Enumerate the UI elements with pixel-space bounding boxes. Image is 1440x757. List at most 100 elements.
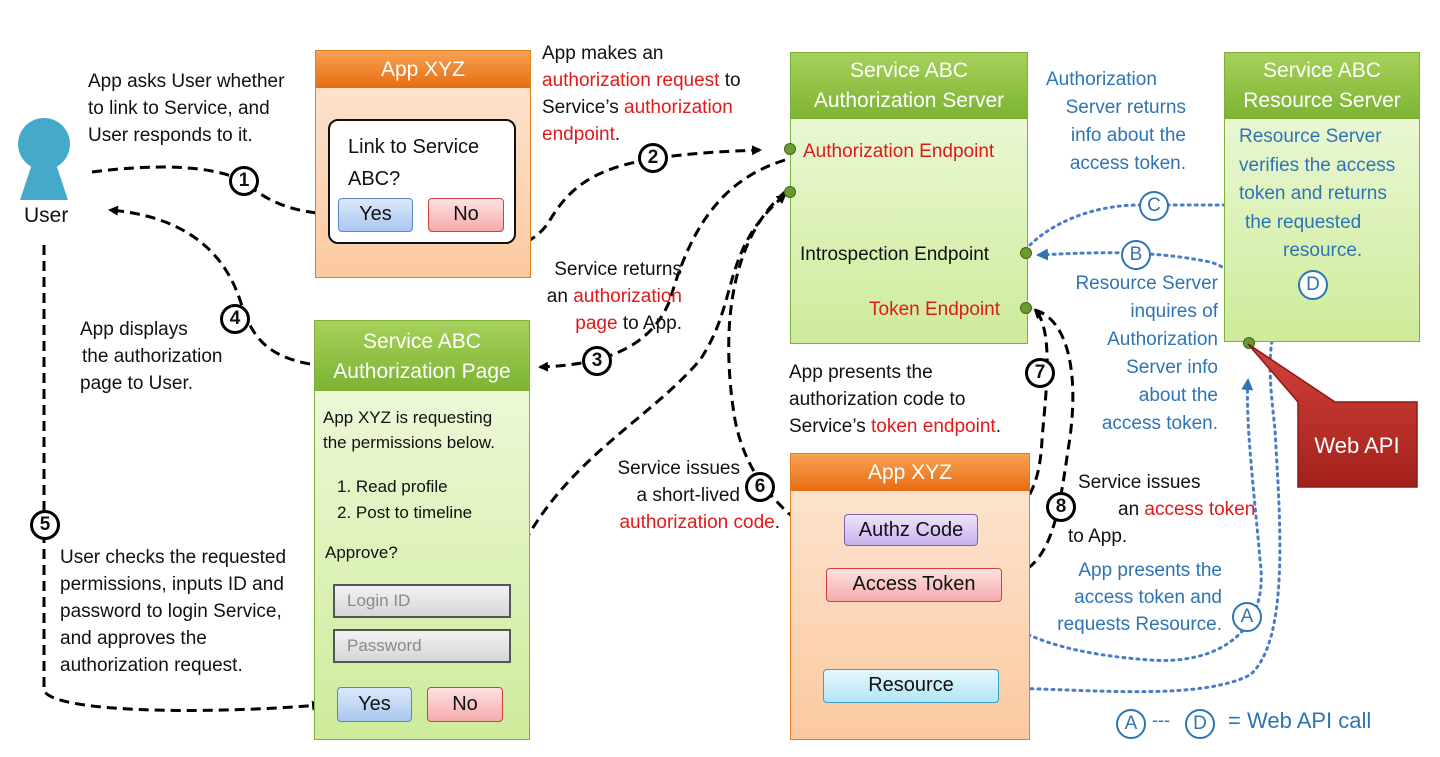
- authorization-server-title: Service ABC Authorization Server: [791, 53, 1027, 119]
- note-line: info about the: [1070, 125, 1186, 146]
- note-text: to App.: [617, 313, 682, 334]
- authorization-page-title-line1: Service ABC: [363, 330, 481, 353]
- note-step-4: App displays the authorization page to U…: [80, 316, 223, 397]
- note-text: .: [614, 124, 621, 145]
- note-line: and approves the: [60, 628, 207, 649]
- step-7-marker: 7: [1025, 358, 1055, 388]
- token-endpoint-label: Token Endpoint: [869, 299, 1000, 320]
- note-step-2: App makes an authorization request to Se…: [542, 40, 741, 148]
- note-text: an: [1118, 499, 1145, 520]
- app-xyz-top-title: App XYZ: [316, 51, 530, 88]
- step-b-marker: B: [1121, 240, 1151, 270]
- authorization-server-title-line2: Authorization Server: [813, 89, 1005, 112]
- note-line: access token and: [1074, 587, 1222, 608]
- note-line: App presents the: [1078, 560, 1222, 581]
- note-step-c: Authorization Server returns info about …: [1046, 66, 1186, 178]
- resource-item: Resource: [823, 669, 999, 703]
- link-dialog-text: Link to Service ABC?: [348, 136, 480, 190]
- note-highlight: token endpoint: [871, 416, 996, 437]
- introspection-endpoint-label: Introspection Endpoint: [800, 244, 990, 265]
- authz-code-item: Authz Code: [844, 514, 978, 546]
- step-a-marker: A: [1232, 602, 1262, 632]
- link-yes-button[interactable]: Yes: [338, 198, 413, 232]
- note-step-3: Service returns an authorization page to…: [537, 256, 682, 337]
- note-line: authorization code to: [789, 389, 966, 410]
- note-step-a: App presents the access token and reques…: [1040, 557, 1222, 638]
- note-highlight: authorization code: [619, 512, 775, 533]
- authorization-endpoint-dot: [784, 143, 796, 155]
- link-no-button[interactable]: No: [428, 198, 504, 232]
- app-xyz-bottom-box: App XYZ Authz Code Access Token Resource: [790, 453, 1030, 740]
- note-line: a short-lived: [636, 485, 741, 506]
- note-line: the authorization: [82, 346, 223, 367]
- authorization-endpoint-label: Authorization Endpoint: [803, 141, 995, 162]
- resource-server-text: Resource Server verifies the access toke…: [1239, 123, 1395, 266]
- resource-server-title: Service ABC Resource Server: [1225, 53, 1419, 119]
- note-line: User responds to it.: [88, 125, 253, 146]
- step-6-marker: 6: [745, 472, 775, 502]
- step-3-marker: 3: [582, 346, 612, 376]
- note-line: to link to Service, and: [88, 98, 270, 119]
- note-line: permissions, inputs ID and: [60, 574, 284, 595]
- note-line: about the: [1138, 385, 1218, 406]
- arrow-step-8: [1003, 308, 1075, 582]
- authorization-page-title: Service ABC Authorization Page: [315, 321, 529, 391]
- note-step-b: Resource Server inquires of Authorizatio…: [1055, 270, 1218, 438]
- approve-label: Approve?: [325, 543, 398, 562]
- password-field[interactable]: Password: [333, 629, 511, 663]
- access-token-item: Access Token: [826, 568, 1002, 602]
- web-api-callout: [1247, 343, 1418, 488]
- token-endpoint-dot: [1020, 302, 1032, 314]
- resource-server-text-line: token and returns: [1239, 183, 1387, 204]
- note-line: page to User.: [80, 373, 194, 394]
- legend-dash: ---: [1152, 710, 1170, 730]
- approve-no-button[interactable]: No: [427, 687, 503, 722]
- resource-server-title-line1: Service ABC: [1263, 59, 1381, 82]
- step-5-marker: 5: [30, 510, 60, 540]
- note-step-1: App asks User whether to link to Service…: [88, 68, 284, 149]
- legend-a-marker: A: [1116, 709, 1146, 739]
- approve-yes-button[interactable]: Yes: [337, 687, 412, 722]
- note-text: .: [774, 512, 780, 533]
- login-id-field[interactable]: Login ID: [333, 584, 511, 618]
- note-highlight: authorization: [624, 97, 733, 118]
- note-line: Resource Server: [1075, 273, 1218, 294]
- arrow-step-b: [1036, 248, 1250, 344]
- note-text: Service’s: [542, 97, 625, 118]
- note-line: authorization request.: [60, 655, 243, 676]
- resource-server-text-line: verifies the access: [1239, 154, 1396, 176]
- note-text: Service’s: [789, 416, 872, 437]
- user-icon: [18, 118, 70, 200]
- authorization-server-box: Service ABC Authorization Server Authori…: [790, 52, 1028, 344]
- resource-server-box: Service ABC Resource Server Resource Ser…: [1224, 52, 1420, 342]
- step-1-marker: 1: [229, 166, 259, 196]
- authorization-page-request-text: App XYZ is requesting the permissions be…: [323, 405, 495, 455]
- resource-server-title-line2: Resource Server: [1243, 89, 1401, 112]
- step-8-marker: 8: [1046, 492, 1076, 522]
- arrow-step-6: [727, 190, 842, 535]
- note-line: Service issues: [1078, 472, 1201, 493]
- note-line: password to login Service,: [60, 601, 282, 622]
- request-text-line: the permissions below.: [323, 433, 495, 452]
- resource-server-text-line: resource.: [1283, 240, 1363, 261]
- step-4-marker: 4: [220, 304, 250, 334]
- note-line: access token.: [1101, 413, 1218, 434]
- web-api-label: Web API: [1314, 433, 1400, 458]
- step-d-marker: D: [1298, 270, 1328, 300]
- note-text: to: [719, 70, 741, 91]
- user-label: User: [24, 204, 69, 227]
- note-line: Service issues: [617, 458, 741, 479]
- note-step-7: App presents the authorization code to S…: [789, 359, 1001, 440]
- note-line: Service returns: [554, 259, 682, 280]
- note-line: User checks the requested: [60, 547, 287, 568]
- arrow-step-c: [1028, 199, 1237, 247]
- arrow-step-1: [91, 165, 334, 219]
- note-line: Server info: [1126, 357, 1218, 378]
- note-line: App displays: [80, 319, 188, 340]
- authorization-page-box: Service ABC Authorization Page App XYZ i…: [314, 320, 530, 740]
- legend-d-marker: D: [1185, 709, 1215, 739]
- app-xyz-top-box: App XYZ Link to Service ABC? Yes No: [315, 50, 531, 278]
- note-text: an: [546, 286, 574, 307]
- note-line: App asks User whether: [88, 71, 285, 92]
- resource-server-text-line: the requested: [1245, 211, 1362, 233]
